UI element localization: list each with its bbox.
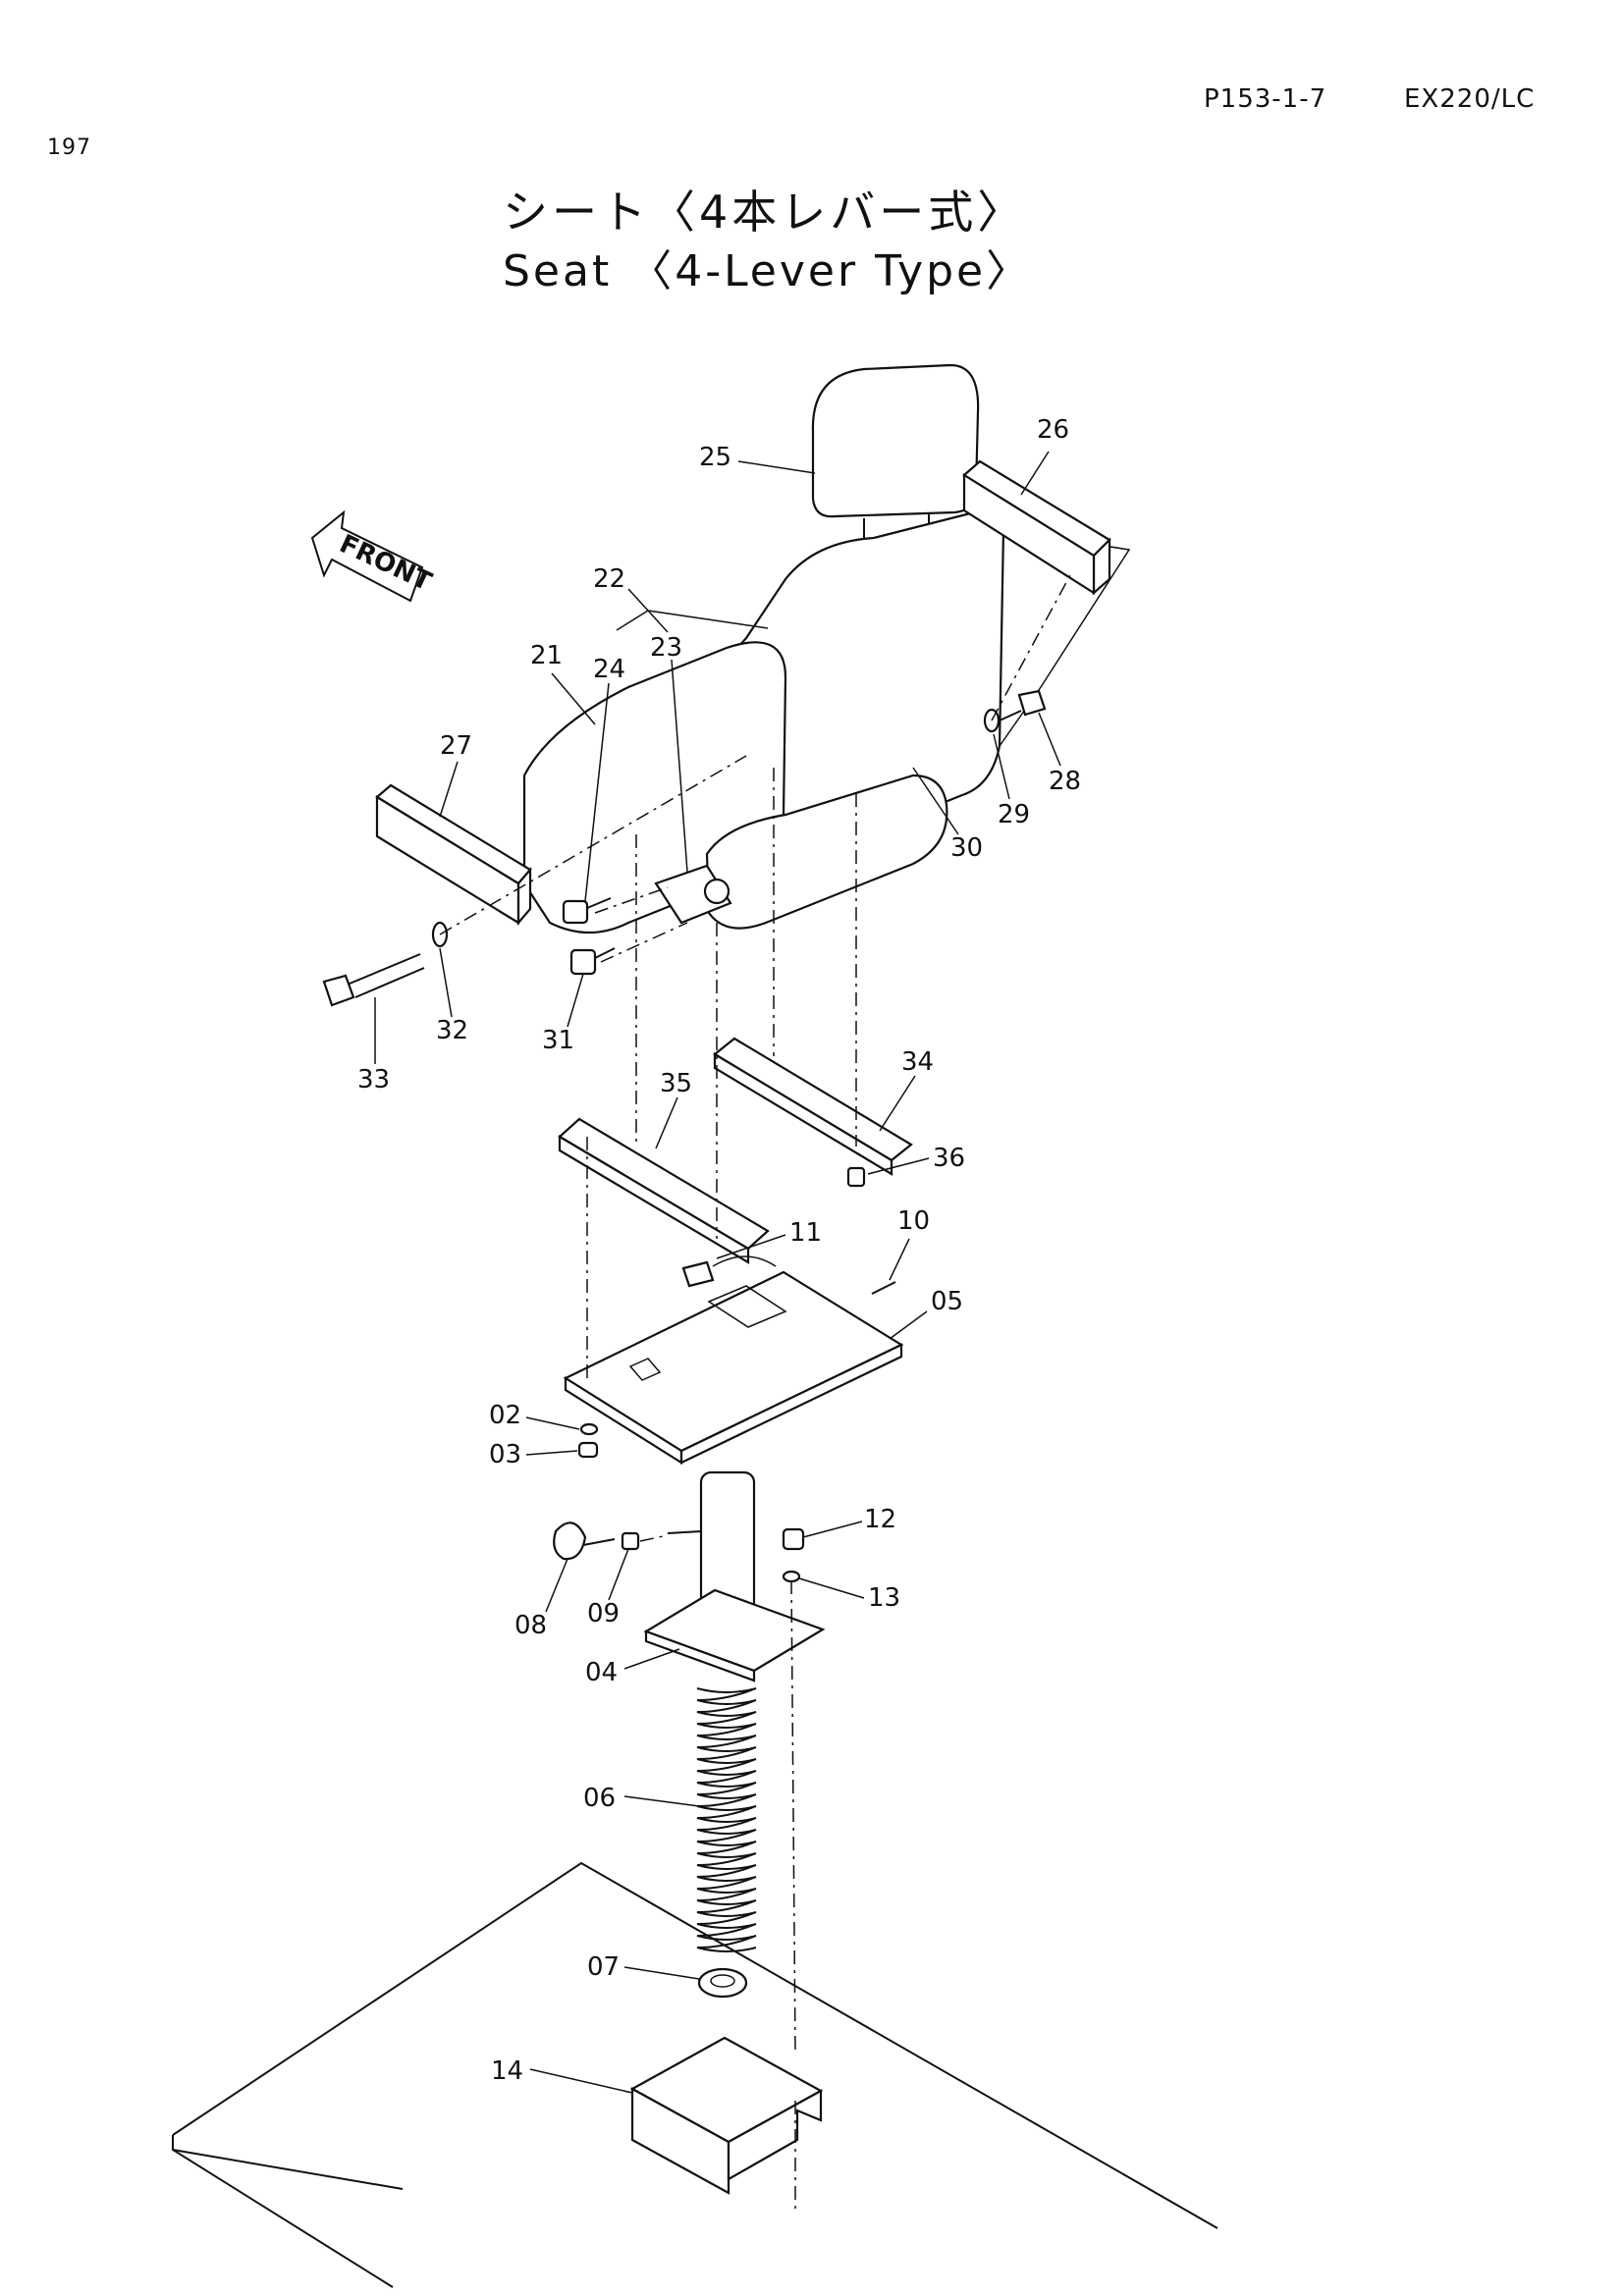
- slide-rail-34: [713, 1037, 913, 1176]
- washer-13: [782, 1570, 801, 1583]
- model-name: EX220/LC: [1404, 84, 1536, 114]
- bolt-12: [782, 1527, 805, 1551]
- bolt-33: [322, 953, 425, 1007]
- spring-pin-10: [871, 1281, 896, 1295]
- nut-03: [577, 1441, 599, 1459]
- bolt-31: [569, 947, 616, 976]
- seat-base-plate: [563, 1270, 904, 1465]
- callout-23: 23: [650, 633, 682, 663]
- callout-11: 11: [789, 1218, 822, 1248]
- front-arrow-icon: FRONT: [310, 509, 436, 603]
- callout-13: 13: [868, 1583, 900, 1613]
- callout-04: 04: [585, 1658, 618, 1687]
- callout-14: 14: [491, 2056, 523, 2086]
- callout-34: 34: [901, 1047, 934, 1077]
- callout-22: 22: [593, 564, 625, 594]
- washer-02: [579, 1422, 599, 1436]
- spring-seat-07: [697, 1967, 748, 1999]
- knob-11: [681, 1255, 777, 1288]
- recliner-lever-23: [654, 864, 732, 925]
- armrest-right: [962, 459, 1111, 596]
- title-japanese: シート〈4本レバー式〉: [503, 186, 1027, 239]
- callout-28: 28: [1049, 767, 1081, 796]
- callout-35: 35: [660, 1069, 692, 1098]
- callout-36: 36: [933, 1144, 965, 1173]
- callout-02: 02: [489, 1401, 521, 1430]
- callout-03: 03: [489, 1440, 521, 1469]
- title-english: Seat 〈4-Lever Type〉: [503, 246, 1033, 296]
- cover-bracket-14: [629, 2036, 824, 2195]
- callout-07: 07: [587, 1952, 620, 1982]
- callout-labels: 25 26 22 23 24 21 27 28 29 30 32 33 31 3…: [357, 415, 1081, 2094]
- callout-31: 31: [542, 1026, 574, 1055]
- bolt-24: [562, 897, 612, 925]
- callout-21: 21: [530, 641, 563, 670]
- callout-24: 24: [593, 655, 625, 684]
- callout-29: 29: [998, 800, 1030, 829]
- callout-12: 12: [864, 1505, 896, 1534]
- callout-08: 08: [514, 1611, 547, 1640]
- bolt-36: [846, 1166, 866, 1188]
- callout-32: 32: [436, 1016, 468, 1045]
- slide-rail-35: [558, 1117, 770, 1264]
- callout-26: 26: [1037, 415, 1069, 445]
- bolt-shaft: [667, 1530, 702, 1534]
- assembly-guide-lines: [439, 574, 1071, 2209]
- callout-09: 09: [587, 1599, 620, 1629]
- callout-05: 05: [931, 1287, 963, 1316]
- catalog-code: P153-1-7: [1204, 84, 1327, 114]
- callout-30: 30: [950, 833, 983, 863]
- callout-33: 33: [357, 1065, 390, 1095]
- callout-06: 06: [583, 1784, 616, 1813]
- armrest-left: [375, 783, 532, 926]
- callout-27: 27: [440, 731, 472, 761]
- collar-09: [621, 1531, 640, 1551]
- seat-column: [643, 1470, 826, 1682]
- bolt-28: [999, 689, 1047, 721]
- adjust-knob-08: [553, 1522, 616, 1561]
- callout-25: 25: [699, 443, 731, 472]
- floor-plate: [172, 1861, 1218, 2288]
- callout-10: 10: [897, 1206, 930, 1236]
- page-number: 197: [47, 135, 91, 160]
- coil-spring: [696, 1687, 757, 1952]
